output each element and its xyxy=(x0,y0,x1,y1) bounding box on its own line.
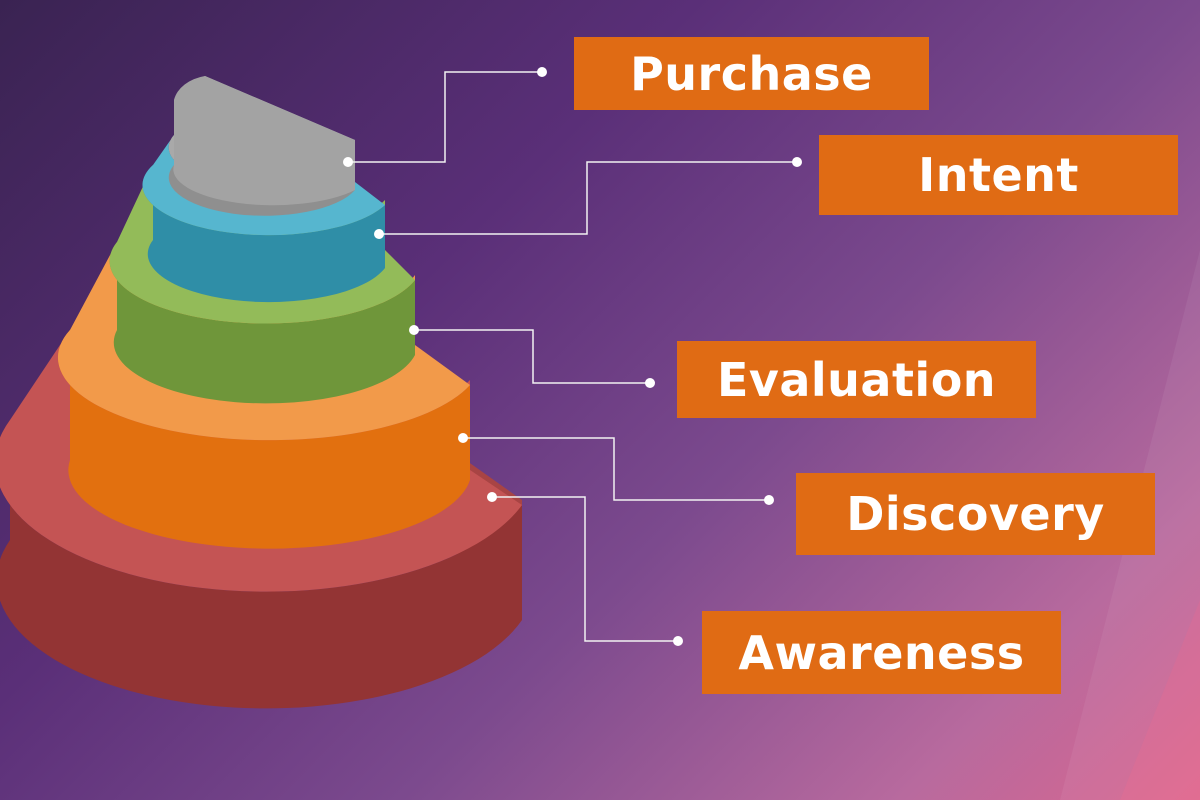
connector-intent xyxy=(379,161,797,235)
tier-purchase xyxy=(168,76,355,216)
connector-evaluation xyxy=(414,329,650,384)
label-purchase: Purchase xyxy=(574,37,929,110)
label-intent: Intent xyxy=(819,135,1178,215)
connector-dots xyxy=(343,67,802,646)
connector-purchase xyxy=(348,71,542,163)
label-awareness: Awareness xyxy=(702,611,1061,694)
connectors xyxy=(348,71,797,642)
connector-awareness xyxy=(492,496,678,642)
connector-discovery xyxy=(463,437,769,501)
tier-intent xyxy=(142,135,385,303)
label-evaluation: Evaluation xyxy=(677,341,1036,418)
label-discovery: Discovery xyxy=(796,473,1155,555)
